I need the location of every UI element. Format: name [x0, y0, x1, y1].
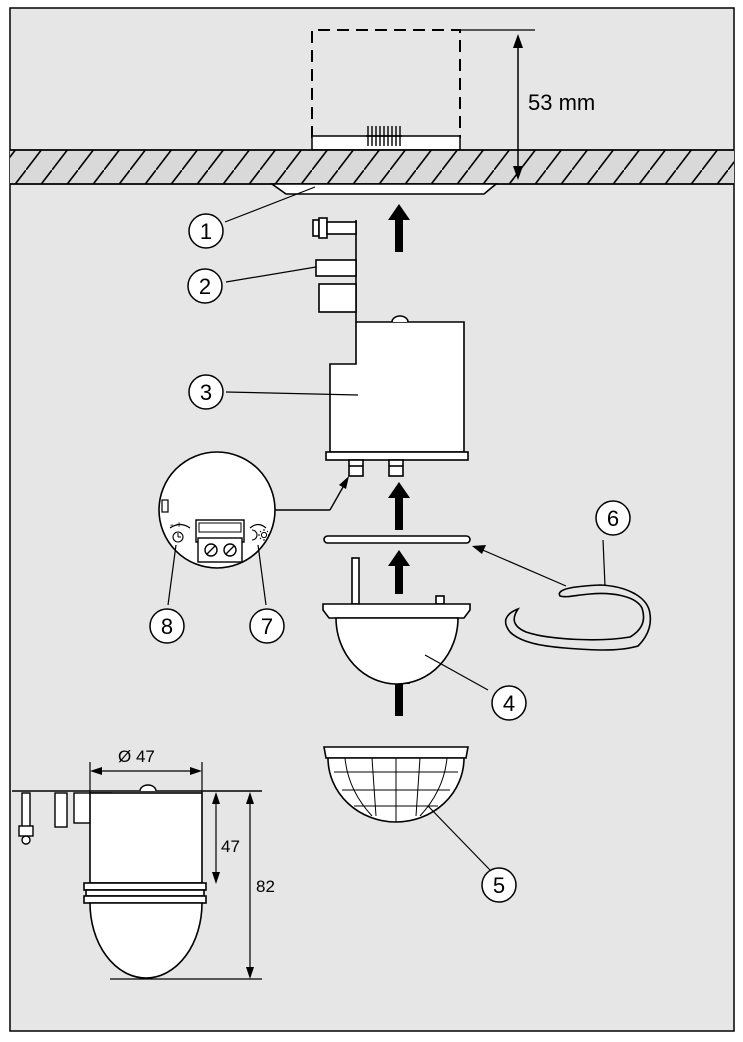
body-height-label: 47: [221, 837, 240, 856]
callout-6: 6: [595, 500, 631, 536]
part-lens-base: [322, 557, 489, 691]
total-height-label: 82: [256, 877, 275, 896]
callout-2-number: 2: [199, 274, 211, 299]
callout-8-number: 8: [161, 614, 173, 639]
callout-1: 1: [188, 213, 224, 249]
arrow-up-icon: [388, 204, 410, 252]
part-spring-clip: [472, 539, 652, 651]
arrow-up-icon: [388, 482, 410, 530]
part-seal-ring: [323, 535, 471, 544]
depth-value: 53 mm: [528, 90, 595, 115]
callout-5: 5: [481, 867, 517, 903]
ceiling-slab: [10, 149, 734, 185]
ceiling-cavity: [311, 29, 535, 151]
part-sensor-housing: [225, 217, 469, 477]
settings-detail: - +: [158, 451, 349, 606]
callout-7: 7: [249, 608, 285, 644]
depth-dimension: 53 mm: [513, 34, 595, 180]
callout-1-number: 1: [200, 219, 212, 244]
callout-4-number: 4: [503, 691, 515, 716]
callout-2: 2: [187, 268, 223, 304]
moon-sun-icon: [251, 529, 270, 541]
callout-4: 4: [491, 685, 527, 721]
part-mounting-plate: [224, 183, 499, 223]
callout-3: 3: [188, 374, 224, 410]
callout-8: 8: [149, 608, 185, 644]
dimension-side-view: [12, 762, 262, 980]
arrow-up-icon: [388, 550, 410, 594]
callout-3-number: 3: [200, 380, 212, 405]
timer-adjust-symbol: - +: [170, 520, 182, 531]
diameter-label: Ø 47: [118, 747, 155, 766]
clock-icon: [172, 531, 184, 543]
callout-6-number: 6: [607, 506, 619, 531]
part-lens-cover: [323, 746, 491, 871]
callout-7-number: 7: [261, 614, 273, 639]
callout-5-number: 5: [493, 873, 505, 898]
